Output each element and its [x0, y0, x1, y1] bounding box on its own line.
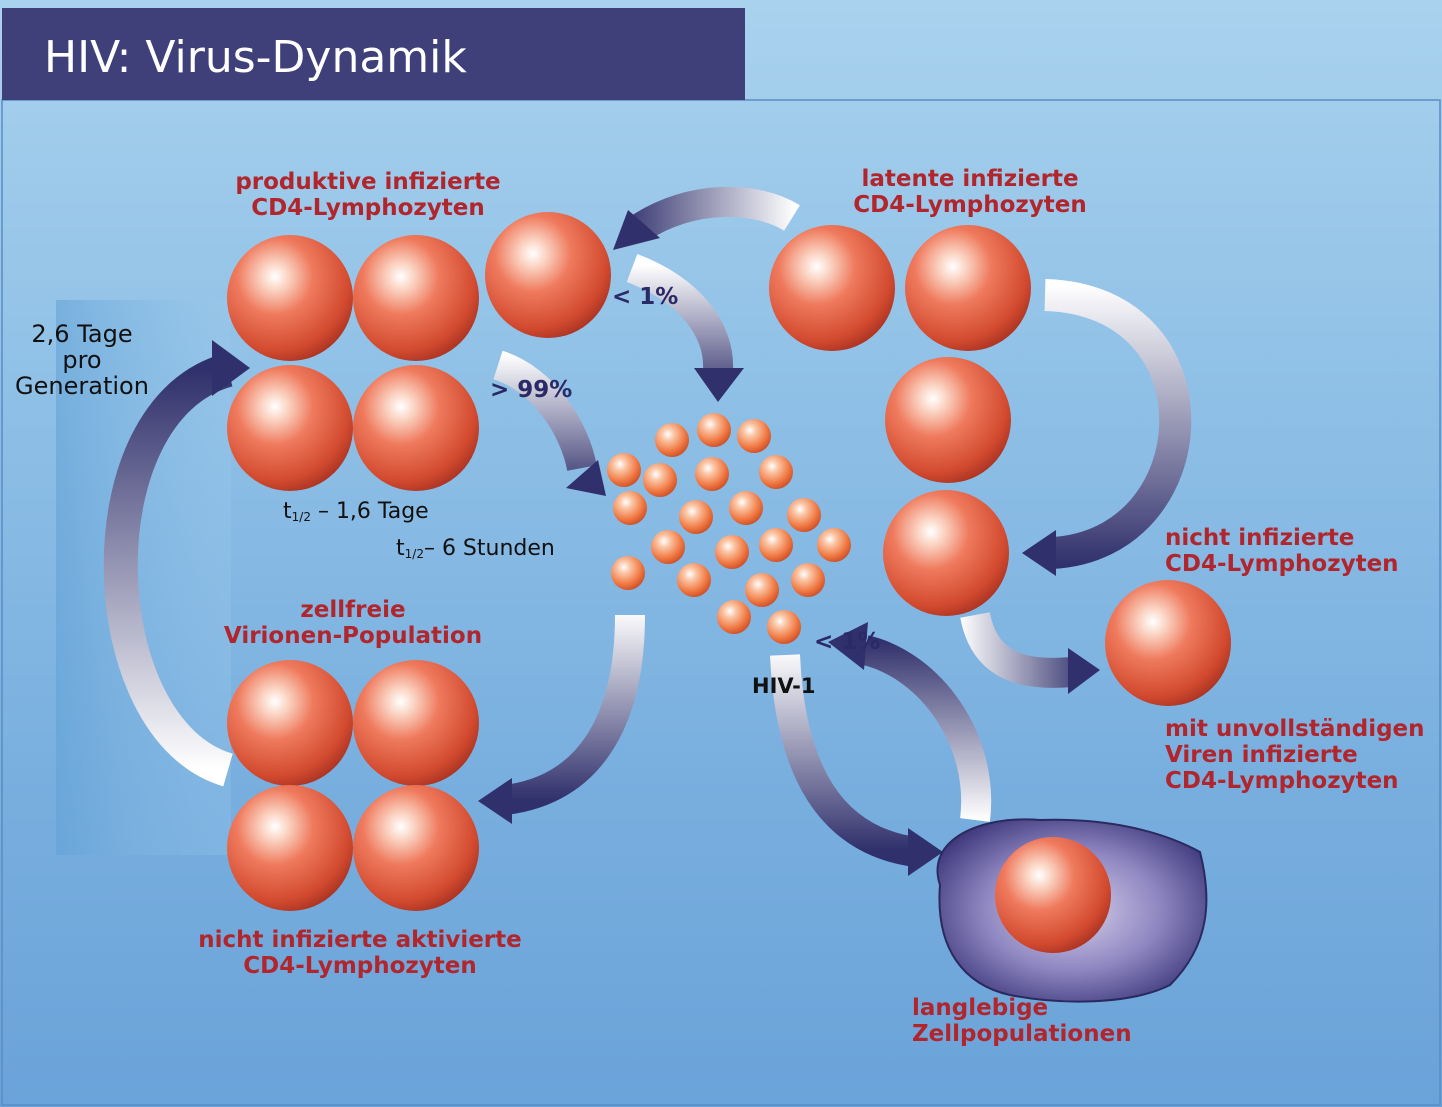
incomplete-infection-arrow: [960, 611, 1100, 694]
label-line: CD4-Lymphozyten: [1165, 550, 1399, 577]
virion: [787, 498, 821, 532]
greater-than-99-percent-arrow: [492, 350, 606, 496]
title-bar: HIV: Virus-Dynamik: [2, 8, 745, 100]
virion: [759, 455, 793, 489]
label-activated-non-infected: nicht infizierte aktivierte CD4-Lymphozy…: [180, 927, 540, 980]
non-infected-cell: [1105, 580, 1231, 706]
virion: [767, 610, 801, 644]
label-line: Zellpopulationen: [912, 1020, 1132, 1047]
label-line: zellfreie: [300, 597, 406, 623]
label-line: Generation: [15, 371, 149, 400]
latent-to-productive-arrow: [613, 186, 800, 250]
halflife-subscript: 1/2: [404, 547, 424, 561]
cell: [485, 212, 611, 338]
halflife-value: – 6 Stunden: [423, 536, 555, 561]
halflife-symbol: t: [283, 499, 292, 524]
label-incomplete-infected: mit unvollständigen Viren infizierte CD4…: [1165, 716, 1425, 794]
long-lived-to-hiv-arrow: [828, 622, 992, 822]
cell: [227, 235, 353, 361]
virion: [817, 528, 851, 562]
cell: [885, 357, 1011, 483]
cell: [769, 225, 895, 351]
productive-cells: [227, 212, 611, 491]
cell: [353, 660, 479, 786]
label-line: produktive infizierte: [235, 169, 501, 195]
virion: [697, 413, 731, 447]
label-line: 2,6 Tage: [31, 320, 133, 348]
virion: [737, 419, 771, 453]
hiv-virions: [607, 413, 851, 644]
label-line: CD4-Lymphozyten: [1165, 767, 1399, 794]
label-hiv-1: HIV-1: [752, 674, 816, 698]
label-productive-infected: produktive infizierte CD4-Lymphozyten: [213, 169, 523, 222]
cell: [353, 785, 479, 911]
virion: [607, 453, 641, 487]
virion: [655, 423, 689, 457]
long-lived-cell: [936, 818, 1208, 1003]
halflife-subscript: 1/2: [291, 510, 311, 524]
virion: [613, 491, 647, 525]
label-percent-bottom: < 1%: [814, 629, 881, 655]
label-line: CD4-Lymphozyten: [243, 952, 477, 979]
hiv-to-long-lived-arrow: [770, 654, 943, 876]
label-halflife-virions: t1/2– 6 Stunden: [396, 536, 555, 562]
label-line: Virionen-Population: [223, 622, 483, 649]
label-halflife-cells: t1/2 – 1,6 Tage: [283, 499, 429, 525]
virion: [651, 530, 685, 564]
latent-cells: [769, 225, 1031, 616]
label-line: latente infizierte: [861, 166, 1079, 192]
label-long-lived: langlebige Zellpopulationen: [912, 995, 1132, 1048]
generation-loop-arrow: [103, 340, 250, 787]
virion: [791, 563, 825, 597]
virion: [745, 573, 779, 607]
virion: [729, 491, 763, 525]
label-line: CD4-Lymphozyten: [853, 191, 1087, 218]
virion: [677, 563, 711, 597]
activated-cells: [227, 660, 479, 911]
label-line: langlebige: [912, 995, 1049, 1021]
halflife-value: – 1,6 Tage: [310, 499, 429, 524]
latent-cycle-arrow: [1022, 279, 1192, 576]
virion: [759, 528, 793, 562]
cell: [227, 365, 353, 491]
page-title: HIV: Virus-Dynamik: [44, 32, 467, 83]
virion: [611, 556, 645, 590]
label-latent-infected: latente infizierte CD4-Lymphozyten: [820, 166, 1120, 219]
less-than-1-percent-arrow: [626, 253, 744, 402]
label-non-infected: nicht infizierte CD4-Lymphozyten: [1165, 525, 1399, 578]
cell: [353, 235, 479, 361]
label-cell-free-virions: zellfreie Virionen-Population: [203, 597, 503, 650]
label-line: nicht infizierte: [1165, 525, 1355, 551]
virion: [717, 600, 751, 634]
frame-border: [1, 99, 1441, 1106]
cell: [883, 490, 1009, 616]
cell-nucleus: [995, 837, 1111, 953]
cell: [227, 785, 353, 911]
label-line: pro: [62, 345, 102, 374]
virions-to-activated-arrow: [478, 614, 645, 824]
cell: [905, 225, 1031, 351]
label-line: mit unvollständigen: [1165, 716, 1425, 742]
virion: [695, 457, 729, 491]
halflife-symbol: t: [396, 536, 405, 561]
virion: [679, 500, 713, 534]
label-percent-99: > 99%: [490, 377, 573, 403]
label-percent-top: < 1%: [612, 284, 679, 310]
virion: [643, 463, 677, 497]
cell: [353, 365, 479, 491]
virion: [715, 535, 749, 569]
label-line: CD4-Lymphozyten: [251, 194, 485, 221]
label-line: nicht infizierte aktivierte: [198, 927, 522, 953]
label-generation-time: 2,6 Tage pro Generation: [2, 320, 162, 400]
label-line: Viren infizierte: [1165, 741, 1358, 768]
cell: [227, 660, 353, 786]
